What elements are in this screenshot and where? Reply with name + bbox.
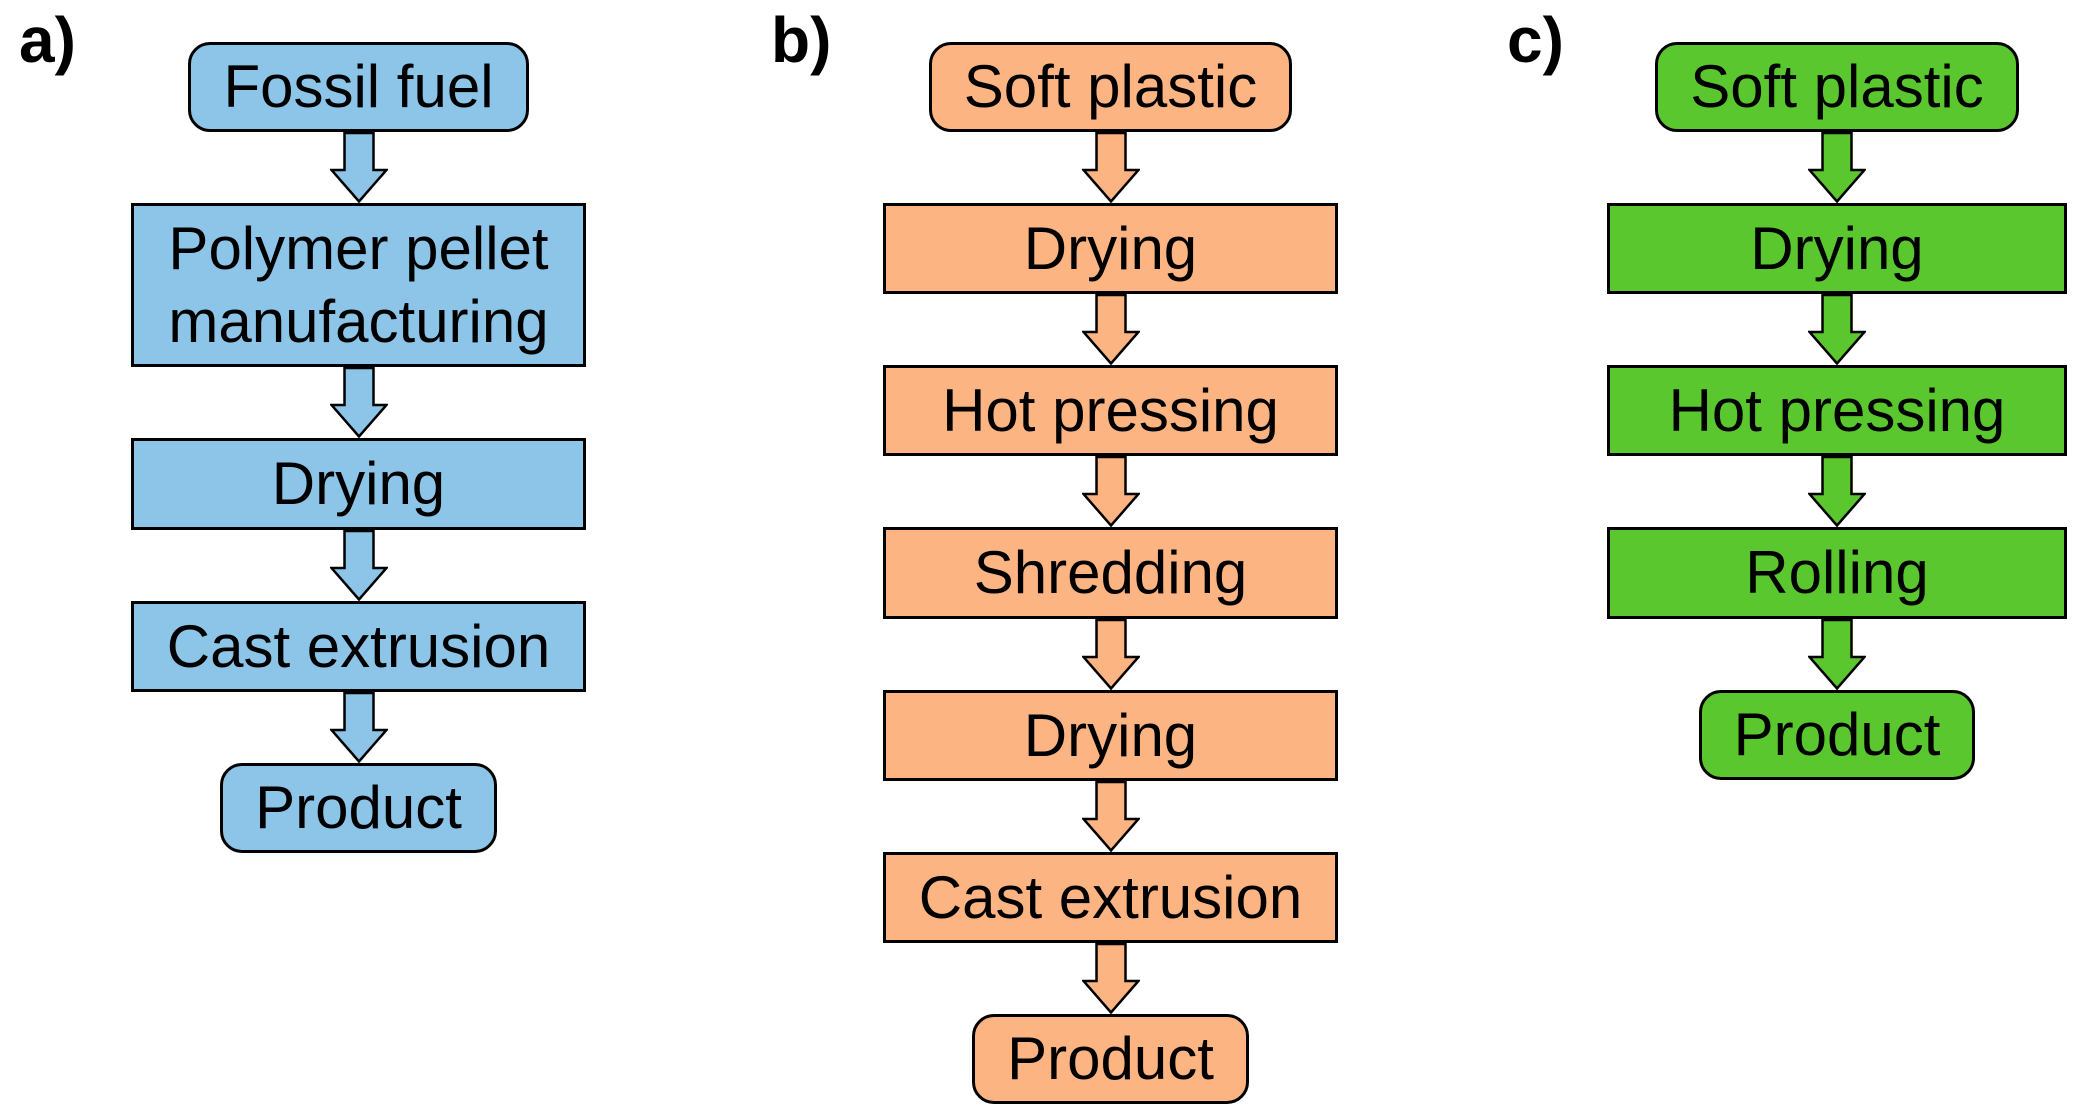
step-box-product: Product [1698,689,1976,780]
step-label: Fossil fuel [223,53,494,121]
step-label: Product [255,774,462,842]
down-arrow-icon [1808,132,1866,203]
step-label: Drying [271,450,446,518]
panel-label-b: b) [771,4,832,76]
down-arrow-icon [329,691,388,763]
step-label: Hot pressing [1668,377,2006,445]
step-box-cast-extrusion: Cast extrusion [131,600,586,692]
step-label: Cast extrusion [918,863,1303,931]
step-box-drying: Drying [1607,203,2067,295]
step-label: Cast extrusion [166,612,551,680]
step-label: Drying [1023,215,1198,282]
step-box-product: Product [220,762,497,853]
step-box-drying: Drying [131,438,586,530]
step-label: Hot pressing [942,377,1279,445]
step-label: Polymer pellet manufacturing [168,215,549,356]
down-arrow-icon [1081,456,1140,528]
step-label: Product [1007,1025,1214,1093]
down-arrow-icon [329,529,388,601]
down-arrow-icon [329,367,388,439]
step-box-hot-pressing: Hot pressing [1607,365,2067,457]
step-label: Product [1733,700,1941,768]
step-box-soft-plastic: Soft plastic [928,42,1293,132]
step-label: Soft plastic [1690,53,1984,121]
down-arrow-icon [1808,456,1866,528]
step-box-polymer-pellet-manufacturing: Polymer pellet manufacturing [131,203,586,368]
down-arrow-icon [1808,294,1866,366]
step-label: Drying [1023,701,1198,769]
panel-label-c: c) [1507,4,1564,76]
step-box-drying: Drying [883,203,1338,295]
step-box-drying: Drying [883,689,1338,781]
panel-label-a: a) [19,4,76,76]
step-box-fossil-fuel: Fossil fuel [188,42,529,132]
down-arrow-icon [1081,618,1140,690]
down-arrow-icon [1081,132,1140,203]
down-arrow-icon [1081,294,1140,366]
step-box-hot-pressing: Hot pressing [883,365,1338,457]
step-label: Drying [1750,215,1924,282]
down-arrow-icon [1808,618,1866,690]
down-arrow-icon [1081,780,1140,852]
step-label: Shredding [973,539,1248,607]
step-label: Soft plastic [963,53,1258,121]
step-label: Rolling [1745,539,1929,607]
step-box-rolling: Rolling [1607,527,2067,619]
step-box-product: Product [972,1013,1249,1104]
down-arrow-icon [329,132,388,203]
step-box-cast-extrusion: Cast extrusion [883,851,1338,943]
step-box-shredding: Shredding [883,527,1338,619]
down-arrow-icon [1081,942,1140,1014]
step-box-soft-plastic: Soft plastic [1655,42,2019,132]
